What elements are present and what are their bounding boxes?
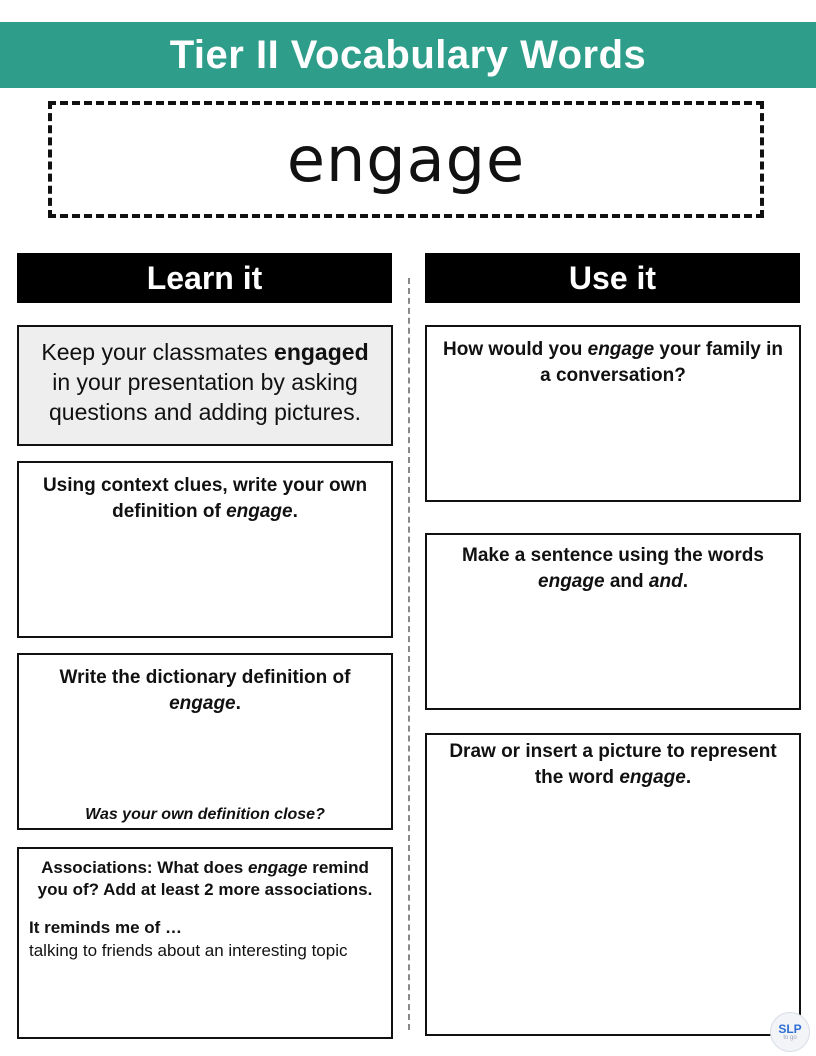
slp-logo: SLP to go — [770, 1012, 810, 1052]
dictionary-text: Write the dictionary definition of — [59, 667, 351, 688]
picture-text-end: . — [685, 767, 692, 788]
family-text-start: How would you — [443, 339, 588, 360]
family-word: engage — [587, 339, 655, 360]
definition-close-question: Was your own definition close? — [85, 806, 325, 823]
learn-it-label: Learn it — [146, 259, 263, 296]
picture-box[interactable]: Draw or insert a picture to represent th… — [425, 733, 801, 1036]
family-conversation-box[interactable]: How would you engage your family in a co… — [425, 325, 801, 502]
associations-prompt: Associations: What does engage remind yo… — [29, 857, 381, 901]
reminds-me-label: It reminds me of … — [29, 918, 183, 937]
dictionary-word: engage — [169, 693, 236, 714]
family-conversation-prompt: How would you engage your family in a co… — [437, 337, 789, 389]
associations-text-start: Associations: What does — [41, 858, 248, 877]
make-sentence-word-1: engage — [538, 571, 605, 592]
make-sentence-end: . — [682, 571, 688, 592]
sentence-text-end: in your presentation by asking questions… — [49, 369, 361, 425]
page-title: Tier II Vocabulary Words — [169, 32, 647, 77]
learn-it-header: Learn it — [17, 253, 392, 303]
vocabulary-word: engage — [286, 123, 526, 196]
sentence-text-start: Keep your classmates — [41, 339, 275, 365]
associations-text-end: remind you of? Add at least 2 more assoc… — [37, 858, 373, 899]
example-sentence: Keep your classmates engaged in your pre… — [33, 337, 377, 427]
make-sentence-prompt: Make a sentence using the words engage a… — [439, 543, 787, 595]
make-sentence-text-start: Make a sentence using the words — [462, 545, 764, 566]
picture-prompt: Draw or insert a picture to represent th… — [437, 739, 789, 791]
context-clues-text: Using context clues, write your own defi… — [42, 475, 368, 522]
picture-text-start: Draw or insert a picture to represent th… — [449, 741, 777, 788]
make-sentence-box[interactable]: Make a sentence using the words engage a… — [425, 533, 801, 710]
context-clues-prompt: Using context clues, write your own defi… — [31, 473, 379, 525]
example-sentence-box: Keep your classmates engaged in your pre… — [17, 325, 393, 446]
use-it-header: Use it — [425, 253, 800, 303]
logo-text: SLP — [778, 1022, 802, 1036]
context-clues-word: engage — [226, 501, 293, 522]
context-clues-box[interactable]: Using context clues, write your own defi… — [17, 461, 393, 638]
column-divider — [408, 278, 410, 1030]
sentence-bold-word: engaged — [274, 339, 369, 365]
associations-word: engage — [247, 858, 308, 877]
dictionary-definition-box[interactable]: Write the dictionary definition of engag… — [17, 653, 393, 830]
associations-box[interactable]: Associations: What does engage remind yo… — [17, 847, 393, 1039]
picture-word: engage — [619, 767, 686, 788]
make-sentence-middle: and — [604, 571, 649, 592]
family-text-end: your family in a conversation? — [540, 339, 783, 386]
make-sentence-word-2: and — [648, 571, 683, 592]
context-clues-end: . — [292, 501, 298, 522]
dictionary-end: . — [235, 693, 241, 714]
use-it-label: Use it — [568, 259, 657, 296]
title-banner: Tier II Vocabulary Words — [0, 22, 816, 88]
vocabulary-word-box: engage — [48, 101, 764, 218]
dictionary-prompt: Write the dictionary definition of engag… — [31, 665, 379, 717]
association-example[interactable]: talking to friends about an interesting … — [29, 941, 348, 960]
logo-subtext: to go — [783, 1035, 797, 1041]
